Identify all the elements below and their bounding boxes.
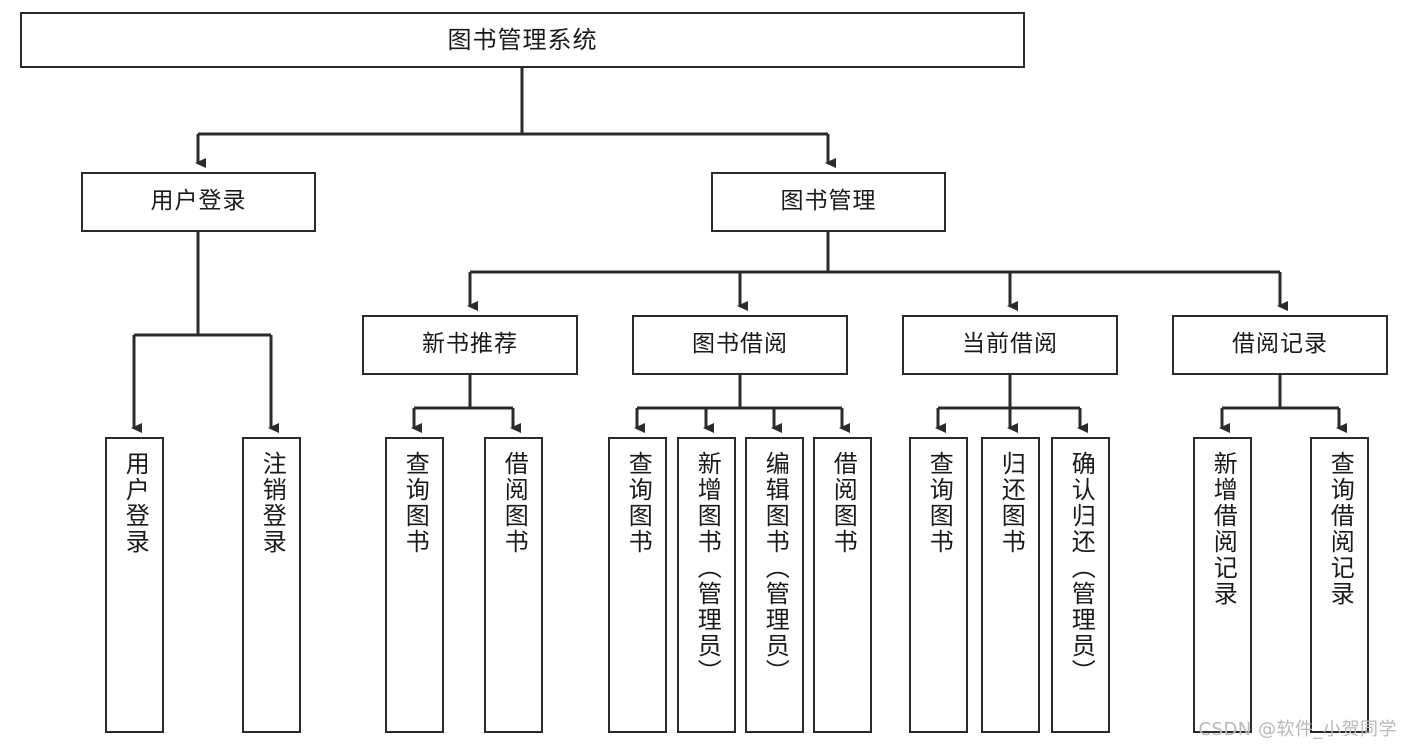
- node-leaf-logout-label: 注销登录: [258, 451, 287, 555]
- node-leaf-add-book[interactable]: 新增图书（管理员）: [677, 437, 736, 733]
- node-current-borrow[interactable]: 当前借阅: [902, 315, 1118, 375]
- node-current-borrow-label: 当前借阅: [962, 331, 1058, 358]
- node-borrow-record[interactable]: 借阅记录: [1172, 315, 1388, 375]
- node-leaf-query-book-bb-label: 查询图书: [624, 451, 653, 555]
- node-user-login[interactable]: 用户登录: [81, 172, 316, 232]
- node-book-manage-label: 图书管理: [780, 188, 877, 215]
- node-leaf-query-book-cb[interactable]: 查询图书: [909, 437, 968, 733]
- node-root-label: 图书管理系统: [447, 25, 598, 54]
- node-root[interactable]: 图书管理系统: [20, 12, 1025, 68]
- node-new-book-recommend[interactable]: 新书推荐: [362, 315, 578, 375]
- node-leaf-user-login-label: 用户登录: [121, 451, 150, 555]
- node-new-book-recommend-label: 新书推荐: [422, 331, 518, 358]
- node-book-borrow[interactable]: 图书借阅: [632, 315, 848, 375]
- node-leaf-add-record-label: 新增借阅记录: [1209, 451, 1238, 607]
- node-leaf-query-book-nbr[interactable]: 查询图书: [385, 437, 444, 733]
- node-leaf-user-login[interactable]: 用户登录: [105, 437, 164, 733]
- node-leaf-return-book-label: 归还图书: [997, 451, 1026, 555]
- node-leaf-confirm-return-label: 确认归还（管理员）: [1067, 451, 1096, 685]
- node-leaf-borrow-book-nbr[interactable]: 借阅图书: [484, 437, 543, 733]
- node-leaf-borrow-book-nbr-label: 借阅图书: [500, 451, 529, 555]
- node-leaf-query-book-bb[interactable]: 查询图书: [608, 437, 667, 733]
- node-leaf-edit-book[interactable]: 编辑图书（管理员）: [745, 437, 804, 733]
- node-book-manage[interactable]: 图书管理: [711, 172, 946, 232]
- node-user-login-label: 用户登录: [150, 188, 247, 215]
- node-leaf-edit-book-label: 编辑图书（管理员）: [761, 451, 790, 685]
- node-leaf-query-book-nbr-label: 查询图书: [401, 451, 430, 555]
- node-leaf-confirm-return[interactable]: 确认归还（管理员）: [1051, 437, 1110, 733]
- node-leaf-query-record-label: 查询借阅记录: [1326, 451, 1355, 607]
- node-leaf-add-book-label: 新增图书（管理员）: [693, 451, 722, 685]
- node-leaf-return-book[interactable]: 归还图书: [981, 437, 1040, 733]
- watermark: CSDN @软件_小贺同学: [1198, 719, 1397, 740]
- node-leaf-borrow-book-bb-label: 借阅图书: [829, 451, 858, 555]
- node-borrow-record-label: 借阅记录: [1232, 331, 1328, 358]
- node-leaf-borrow-book-bb[interactable]: 借阅图书: [813, 437, 872, 733]
- node-leaf-query-book-cb-label: 查询图书: [925, 451, 954, 555]
- node-leaf-add-record[interactable]: 新增借阅记录: [1193, 437, 1252, 733]
- node-leaf-logout[interactable]: 注销登录: [242, 437, 301, 733]
- node-leaf-query-record[interactable]: 查询借阅记录: [1310, 437, 1369, 733]
- node-book-borrow-label: 图书借阅: [692, 331, 788, 358]
